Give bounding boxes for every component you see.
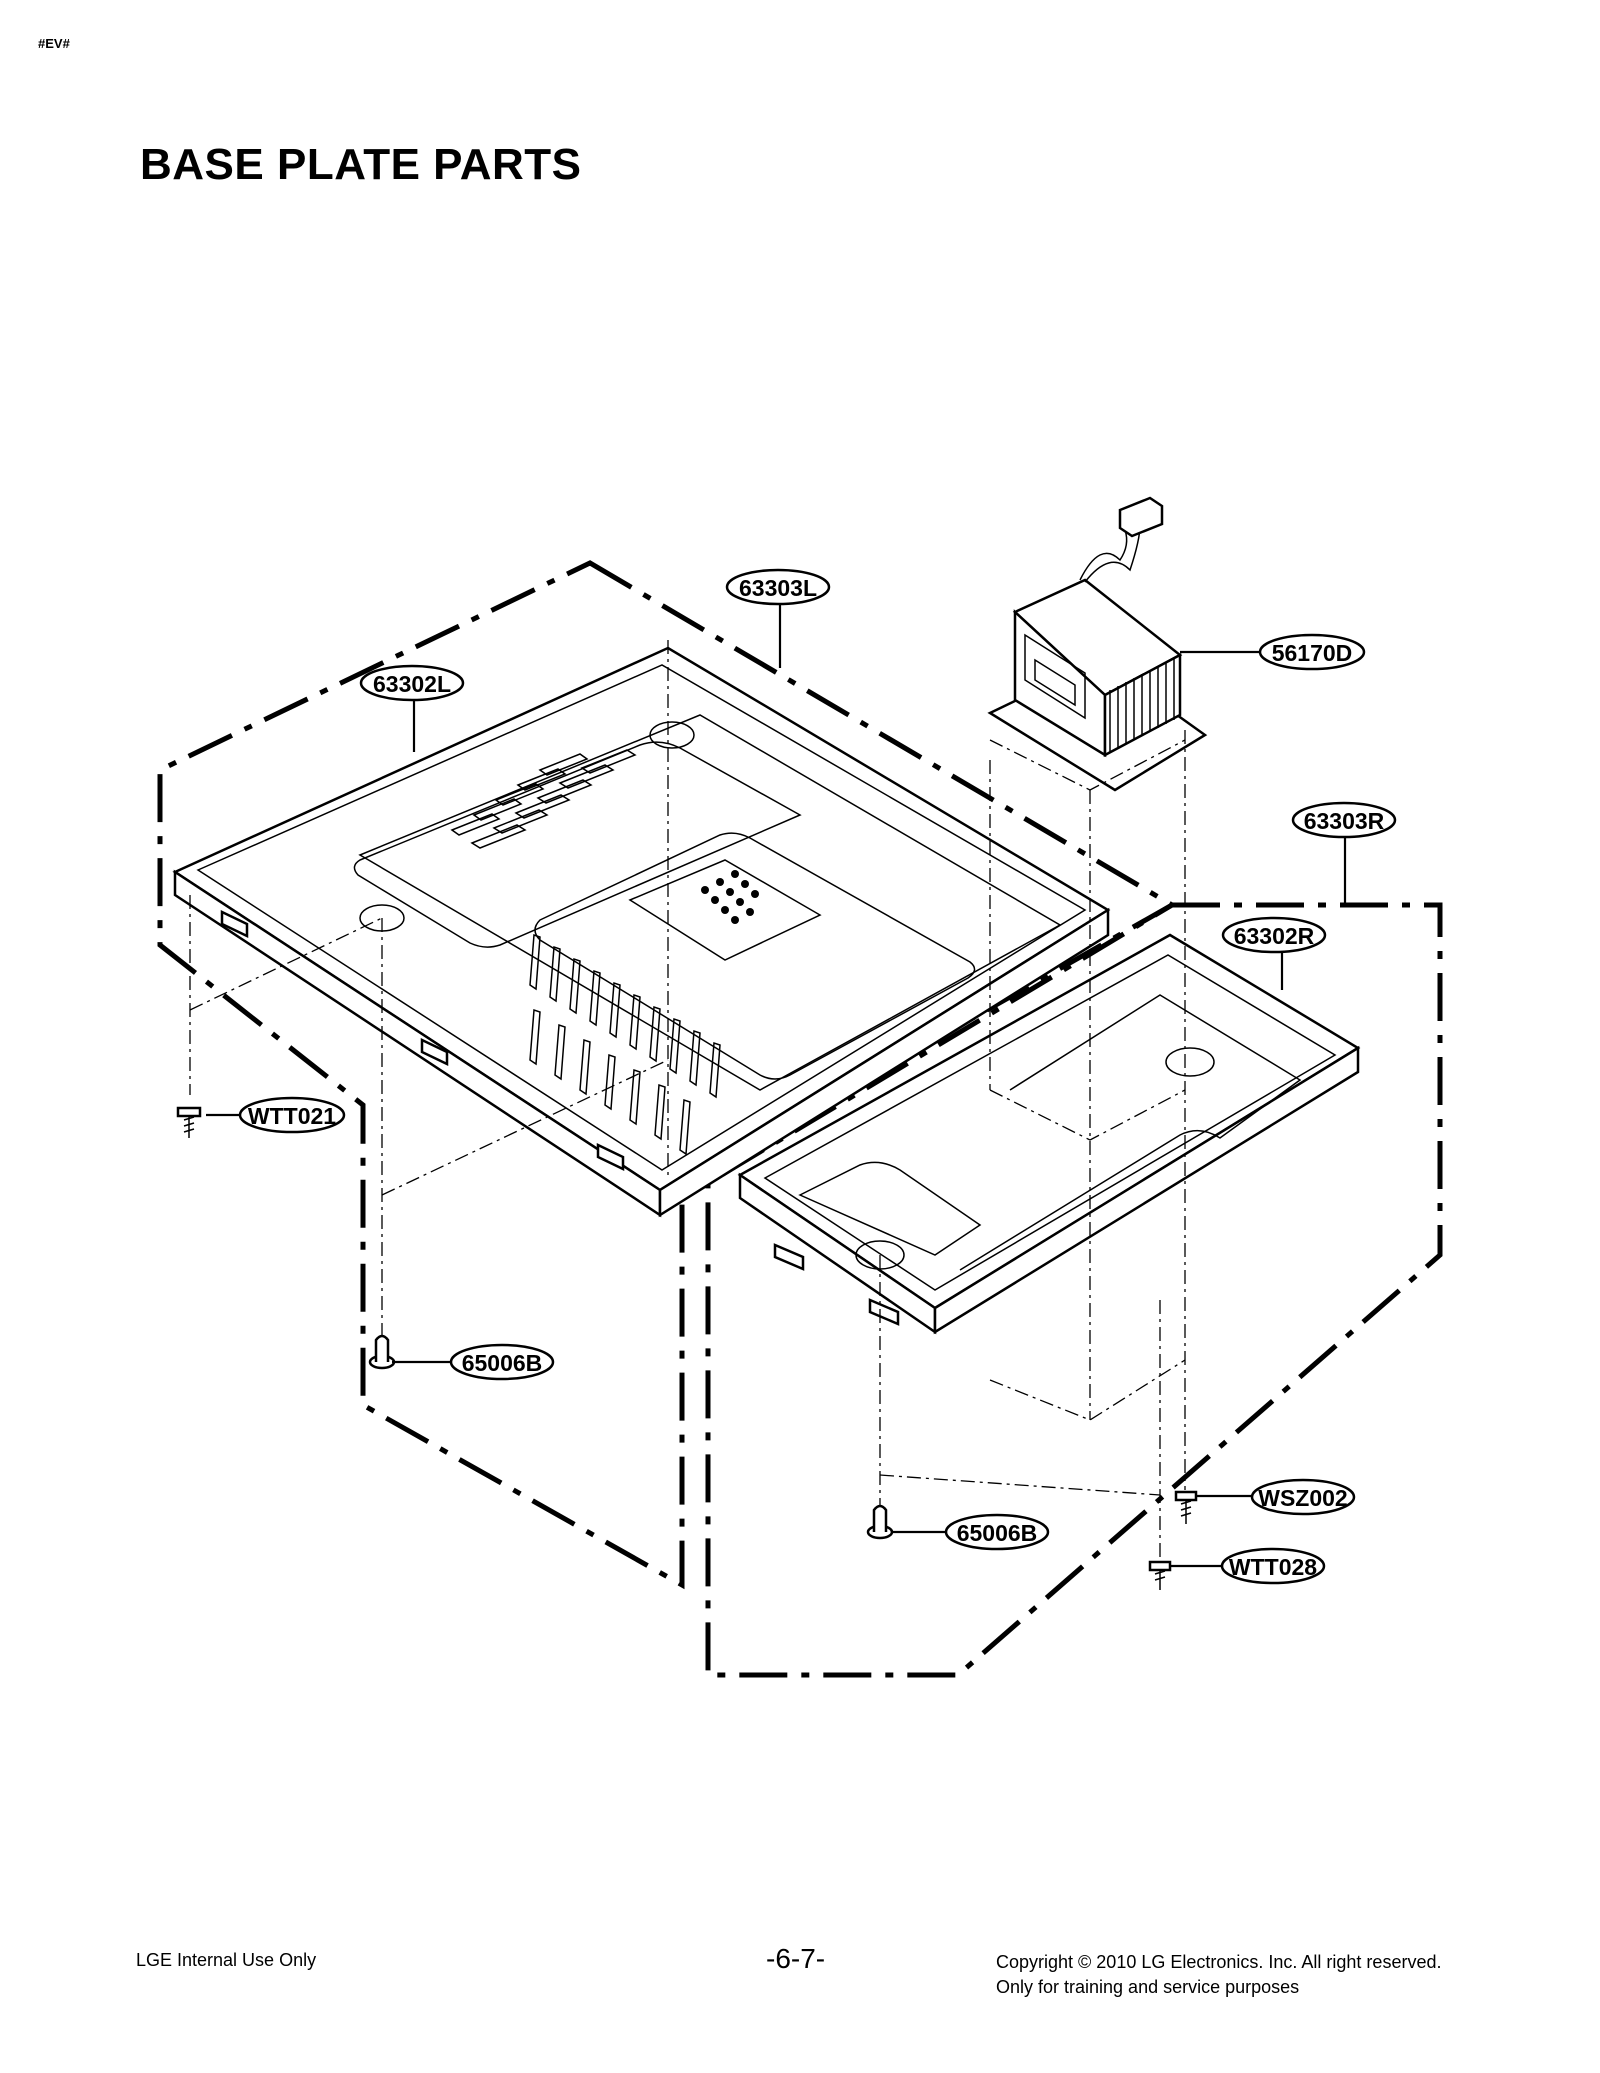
callout-WTT028: WTT028 <box>1220 1547 1326 1585</box>
page-number: -6-7- <box>766 1943 826 1974</box>
callout-WTT021-label: WTT021 <box>248 1103 336 1129</box>
screw-WSZ002 <box>1174 1490 1198 1524</box>
callout-WTT021: WTT021 <box>238 1096 346 1134</box>
callout-56170D: 56170D <box>1258 633 1366 671</box>
transformer-56170D <box>987 496 1208 792</box>
foot-65006B-right <box>866 1504 894 1540</box>
callout-63302L: 63302L <box>359 664 465 702</box>
callout-63303L: 63303L <box>725 568 831 606</box>
projection-lines <box>189 640 1186 1560</box>
callout-WSZ002-label: WSZ002 <box>1258 1485 1347 1511</box>
footer-internal-use: LGE Internal Use Only <box>136 1950 317 1970</box>
document-tag: #EV# <box>38 36 70 51</box>
page-title: BASE PLATE PARTS <box>140 140 582 189</box>
copyright-line-2: Only for training and service purposes <box>996 1977 1300 1997</box>
callout-63302R-label: 63302R <box>1234 923 1315 949</box>
footer-copyright: Copyright © 2010 LG Electronics. Inc. Al… <box>996 1950 1441 2000</box>
callout-65006B-left: 65006B <box>449 1343 555 1381</box>
right-base-plate <box>737 933 1361 1335</box>
callout-63302R: 63302R <box>1221 916 1327 954</box>
callout-56170D-label: 56170D <box>1272 640 1353 666</box>
callout-63303R-label: 63303R <box>1304 808 1385 834</box>
callout-WTT028-label: WTT028 <box>1229 1554 1317 1580</box>
callout-65006B-left-label: 65006B <box>462 1350 543 1376</box>
leader-lines <box>206 603 1347 1568</box>
callout-63303R: 63303R <box>1291 801 1397 839</box>
screw-WTT021 <box>176 1106 202 1138</box>
callout-63303L-label: 63303L <box>739 575 817 601</box>
screw-WTT028 <box>1148 1560 1172 1590</box>
left-base-plate <box>172 646 1111 1218</box>
callout-WSZ002: WSZ002 <box>1250 1478 1356 1516</box>
copyright-line-1: Copyright © 2010 LG Electronics. Inc. Al… <box>996 1952 1442 1972</box>
foot-65006B-left <box>368 1334 396 1370</box>
callout-63302L-label: 63302L <box>373 671 451 697</box>
callout-65006B-right: 65006B <box>944 1513 1050 1551</box>
callout-65006B-right-label: 65006B <box>957 1520 1038 1546</box>
